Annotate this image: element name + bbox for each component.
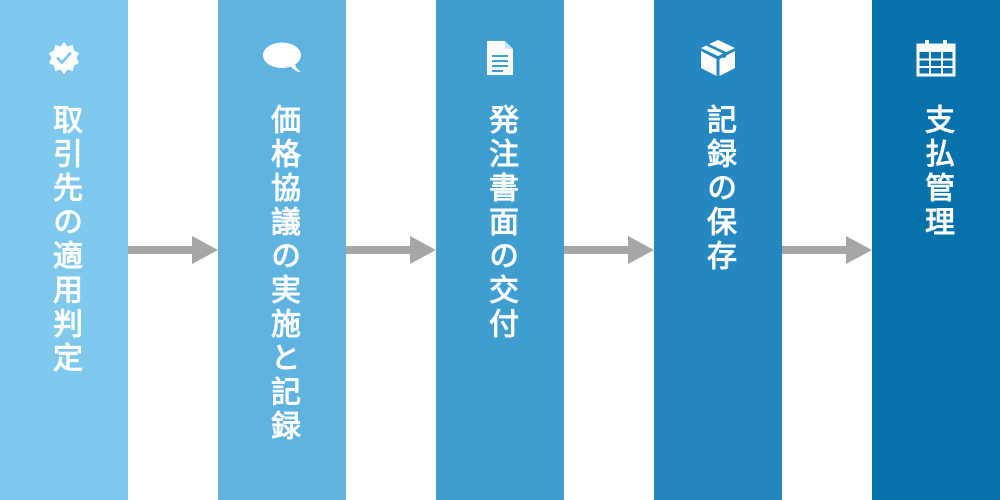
arrow-right-icon: [564, 236, 654, 264]
step-price-negotiation: 価格協議の実施と記録: [218, 0, 346, 500]
arrow-right-icon: [128, 236, 218, 264]
badge-check-icon: [44, 38, 84, 78]
step-label: 発注書面の交付: [483, 104, 518, 342]
step-payment-management: 支払管理: [872, 0, 1000, 500]
speech-bubble-icon: [262, 38, 302, 78]
arrow-right-icon: [782, 236, 872, 264]
step-label: 価格協議の実施と記録: [265, 104, 300, 444]
step-label: 取引先の適用判定: [47, 104, 82, 376]
step-applicability-check: 取引先の適用判定: [0, 0, 128, 500]
calendar-icon: [916, 38, 956, 78]
box-icon: [698, 38, 738, 78]
step-order-document: 発注書面の交付: [436, 0, 564, 500]
step-label: 記録の保存: [701, 104, 736, 274]
arrow-right-icon: [346, 236, 436, 264]
document-icon: [480, 38, 520, 78]
step-label: 支払管理: [919, 104, 954, 240]
step-record-keeping: 記録の保存: [654, 0, 782, 500]
